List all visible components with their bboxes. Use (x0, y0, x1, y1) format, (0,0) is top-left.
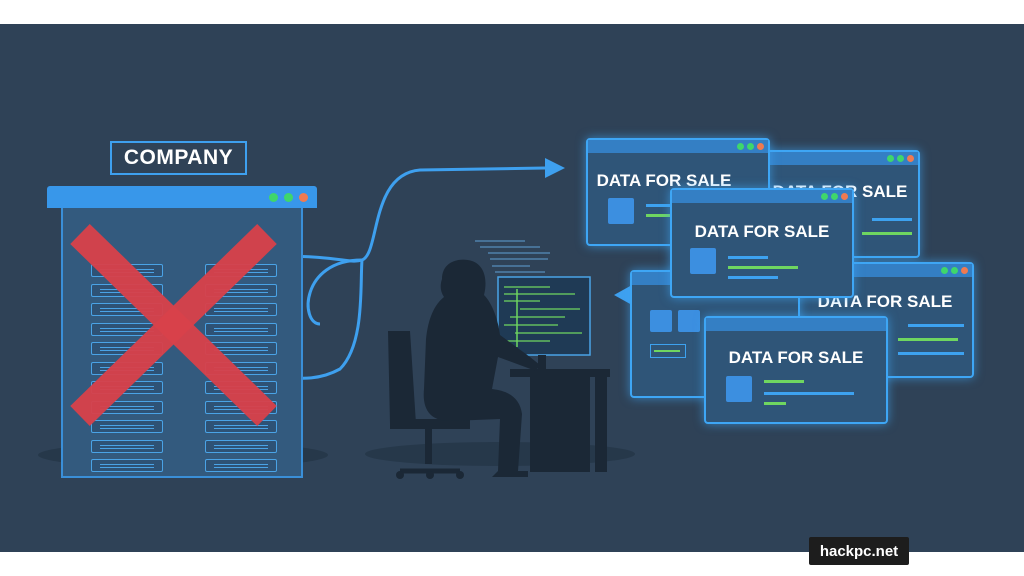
data-for-sale-title: DATA FOR SALE (728, 348, 864, 367)
card-dot-green-2 (951, 267, 958, 274)
server-rack-icon (91, 322, 163, 336)
card-line-green-2 (764, 402, 786, 405)
hooded-figure (423, 259, 540, 471)
card-line (646, 204, 680, 207)
card-line-green (728, 266, 798, 269)
card-dot-green-2 (831, 193, 838, 200)
card-dot-green-2 (897, 155, 904, 162)
card-line (908, 324, 964, 327)
arrow-head-right-icon (545, 158, 565, 178)
card-title-bar (706, 318, 886, 331)
card-dot-green (821, 193, 828, 200)
card-line (728, 256, 768, 259)
server-rack-icon (205, 459, 277, 472)
arrow-head-left-small-icon (614, 285, 632, 305)
desk (510, 369, 610, 377)
server-rack-icon (205, 439, 277, 453)
server-rack-icon (91, 420, 163, 433)
data-for-sale-title: DATA FOR SALE (694, 222, 830, 241)
window-title-bar (47, 186, 317, 208)
chair (388, 331, 416, 424)
sale-card-middle: DATA FOR SALE (670, 188, 854, 298)
window-dot-orange (299, 193, 308, 202)
sale-card-front: DATA FOR SALE (704, 316, 888, 424)
card-line-green (764, 380, 804, 383)
card-title-bar (588, 140, 768, 153)
card-image-icon (608, 198, 634, 224)
card-line (728, 276, 778, 279)
watermark: hackpc.net (809, 537, 909, 565)
card-dot-green (941, 267, 948, 274)
card-dot-orange (757, 143, 764, 150)
card-dot-green (887, 155, 894, 162)
card-box (650, 344, 686, 358)
card-line-green (898, 338, 958, 341)
card-line (872, 218, 912, 221)
card-image-icon (650, 310, 672, 332)
server-rack-icon (205, 322, 277, 336)
cross-out-icon (70, 223, 277, 427)
card-line-green (646, 214, 674, 217)
card-line-green (862, 232, 912, 235)
hooded-hacker-icon (388, 240, 610, 479)
window-dot-green-2 (284, 193, 293, 202)
monitor-code (504, 286, 582, 342)
illustration-scene: COMPANY (0, 24, 1024, 552)
card-line (764, 392, 854, 395)
card-dot-orange (961, 267, 968, 274)
card-dot-green-2 (747, 143, 754, 150)
server-rack-icon (91, 459, 163, 472)
card-dot-orange (907, 155, 914, 162)
computer-monitor-icon (497, 276, 591, 356)
floating-code-lines (475, 240, 550, 273)
window-dot-green (269, 193, 278, 202)
server-rack-icon (205, 303, 277, 316)
data-for-sale-title: DATA FOR SALE (596, 171, 732, 190)
company-label: COMPANY (110, 141, 247, 175)
arrow-loop-to-company (289, 258, 364, 380)
card-image-icon (726, 376, 752, 402)
card-line (898, 352, 964, 355)
card-image-icon (690, 248, 716, 274)
card-line-green (654, 350, 680, 352)
card-title-bar (762, 152, 918, 165)
card-dot-orange (841, 193, 848, 200)
card-dot-green (737, 143, 744, 150)
arrow-to-sale-cards (277, 166, 546, 263)
card-title-bar (672, 190, 852, 203)
card-image-icon-2 (678, 310, 700, 332)
server-rack-icon (91, 439, 163, 453)
